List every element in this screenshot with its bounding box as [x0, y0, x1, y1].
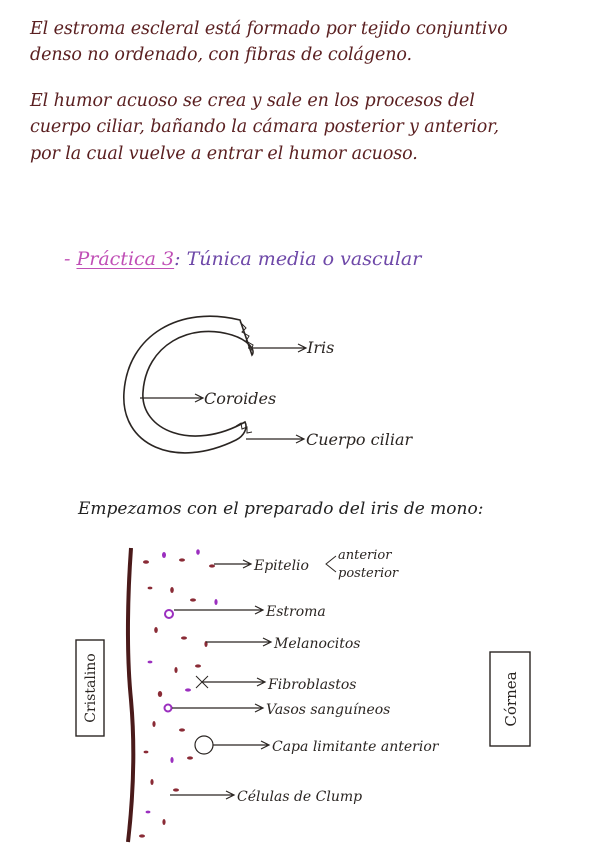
label-estroma: Estroma: [265, 604, 326, 620]
arrow-fibroblastos: [202, 677, 267, 687]
label-epitelio-posterior: posterior: [338, 566, 399, 581]
highlight-circle: [194, 735, 214, 755]
label-coroides: Coroides: [204, 389, 276, 408]
text-line: por la cual vuelve a entrar el humor acu…: [30, 143, 418, 164]
label-cornea: Córnea: [502, 671, 520, 726]
arrow-epitelio: [214, 559, 253, 569]
arrow-estroma: [174, 605, 265, 615]
arrow-celulas: [170, 790, 236, 800]
label-iris: Iris: [306, 338, 334, 357]
paragraph-humor-acuoso: El humor acuoso se crea y sale en los pr…: [30, 88, 578, 167]
label-celulas-clump: Células de Clump: [237, 789, 362, 805]
arrow-vasos: [172, 703, 265, 713]
label-melanocitos: Melanocitos: [273, 636, 360, 652]
intro-line: Empezamos con el preparado del iris de m…: [78, 499, 484, 519]
text-line: El humor acuoso se crea y sale en los pr…: [30, 91, 475, 111]
box-cornea: [489, 651, 531, 747]
label-cristalino: Cristalino: [83, 653, 99, 722]
heading-practice-number: Práctica 3: [76, 248, 175, 270]
section-heading: - Práctica 3: Túnica media o vascular: [64, 248, 421, 270]
ciliary-scribble: [235, 422, 253, 434]
posterior-epithelium-line: [125, 547, 136, 843]
heading-dash: -: [64, 248, 71, 270]
cell-dots: [139, 549, 218, 838]
iris-tip-scribble: [239, 321, 254, 352]
box-cristalino: [75, 639, 105, 737]
arrow-iris: [248, 343, 308, 353]
text-line: El estroma escleral está formado por tej…: [30, 19, 508, 39]
arrow-capa: [213, 740, 271, 750]
paragraph-estroma-escleral: El estroma escleral está formado por tej…: [30, 16, 578, 69]
arrow-coroides: [140, 393, 205, 403]
label-capa-limitante: Capa limitante anterior: [272, 739, 440, 755]
label-vasos: Vasos sanguíneos: [266, 702, 390, 718]
label-epitelio-anterior: anterior: [338, 548, 392, 563]
text-line: cuerpo ciliar, bañando la cámara posteri…: [30, 117, 499, 138]
label-cuerpo-ciliar: Cuerpo ciliar: [306, 430, 413, 449]
arrow-cuerpo-ciliar: [246, 434, 306, 444]
label-epitelio: Epitelio: [253, 558, 309, 574]
heading-title: : Túnica media o vascular: [174, 248, 422, 270]
epitelio-bracket: [325, 555, 337, 573]
label-fibroblastos: Fibroblastos: [267, 677, 356, 693]
arrow-melanocitos: [206, 637, 273, 647]
tunica-outline: [123, 315, 254, 454]
text-line: denso no ordenado, con fibras de colágen…: [30, 45, 413, 66]
